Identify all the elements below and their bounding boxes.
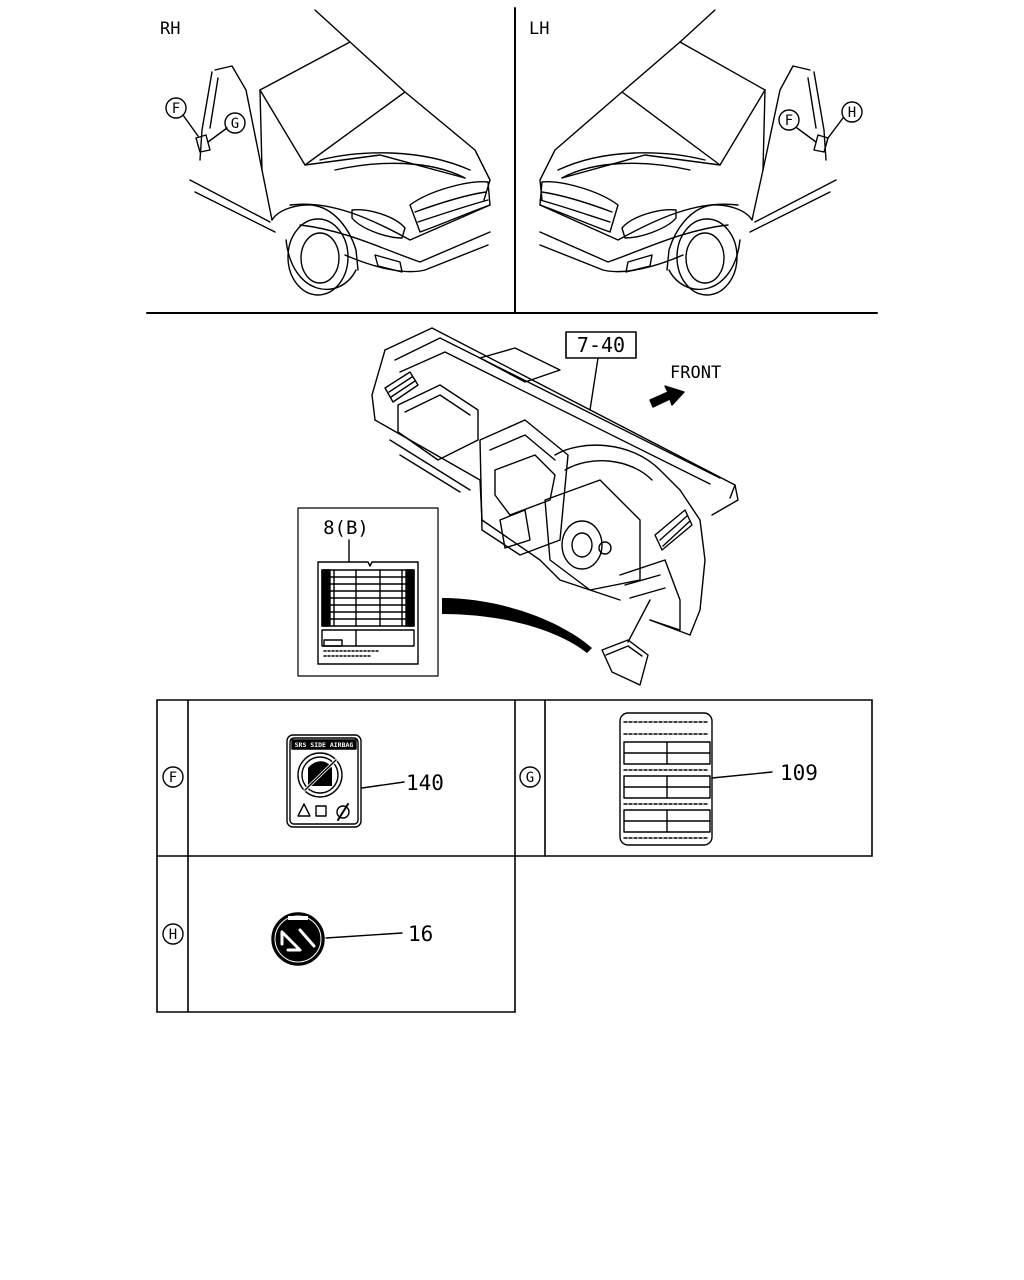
rh-vehicle-drawing [182,9,491,296]
fuse-label-8b-drawing [317,539,419,665]
lh-vehicle-drawing [539,9,844,296]
part-number-16: 16 [408,922,433,946]
callout-g-rh-letter: G [231,116,239,132]
fuse-label-109 [619,712,773,846]
callout-f-lh-letter: F [785,113,793,129]
round-label-16 [271,912,403,966]
inset-frame [297,507,439,677]
table-key-f: F [169,770,177,786]
detail-table [156,699,873,1013]
callout-f-rh-letter: F [172,101,180,117]
inset-pointer [442,598,592,653]
table-key-h: H [169,927,177,943]
table-key-f-circle [162,766,184,788]
table-key-g: G [526,770,534,786]
ref-box-label: 7-40 [577,333,625,357]
callout-f-rh [165,97,187,119]
part-number-109: 109 [780,761,818,785]
airbag-warning-label-140 [286,734,405,828]
ref-box-7-40 [565,331,637,359]
inset-label: 8(B) [323,517,369,539]
lh-view-label: LH [529,19,549,39]
table-key-h-circle [162,923,184,945]
callout-h-lh-letter: H [848,105,856,121]
rh-view-label: RH [160,19,180,39]
airbag-label-header: SRS SIDE AIRBAG [295,741,354,749]
dashboard-drawing [371,327,739,686]
callout-g-rh [224,112,246,134]
part-number-140: 140 [406,771,444,795]
table-key-g-circle [519,766,541,788]
callout-f-lh [778,109,800,131]
front-label: FRONT [670,363,721,383]
front-arrow [649,385,685,408]
callout-h-lh [841,101,863,123]
